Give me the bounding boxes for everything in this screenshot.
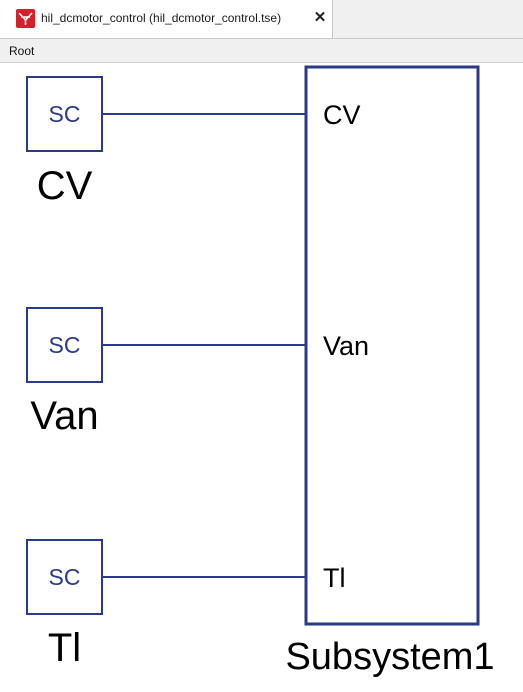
subsystem-port-label: Van: [323, 331, 369, 361]
source-name-label: CV: [37, 164, 93, 208]
subsystem-port-label: CV: [323, 100, 361, 130]
source-block-frame: [26, 539, 103, 615]
subsystem-frame: [304, 65, 480, 626]
subsystem-port-label: Tl: [323, 563, 346, 593]
subsystem-name-label: Subsystem1: [285, 636, 494, 678]
source-type-label: SC: [49, 332, 81, 358]
breadcrumb-bar: Root: [0, 39, 523, 63]
source-name-label: Tl: [48, 626, 81, 670]
schematic-canvas[interactable]: SC CV SC Van SC Tl CV Van Tl Subsystem1: [0, 63, 523, 692]
subsystem-block[interactable]: CV Van Tl: [304, 65, 480, 626]
tab-title: hil_dcmotor_control (hil_dcmotor_control…: [41, 11, 282, 25]
schematic-svg: SC CV SC Van SC Tl CV Van Tl Subsystem1: [26, 65, 495, 678]
source-block-frame: [26, 76, 103, 152]
source-block-frame: [26, 307, 103, 383]
source-block-van[interactable]: SC: [26, 307, 103, 383]
breadcrumb[interactable]: Root: [9, 44, 35, 58]
source-type-label: SC: [49, 101, 81, 127]
source-block-cv[interactable]: SC: [26, 76, 103, 152]
source-type-label: SC: [49, 564, 81, 590]
tab-hil-dcmotor-control[interactable]: hil_dcmotor_control (hil_dcmotor_control…: [0, 0, 333, 38]
tab-bar: hil_dcmotor_control (hil_dcmotor_control…: [0, 0, 523, 39]
source-name-label: Van: [30, 394, 98, 438]
source-block-tl[interactable]: SC: [26, 539, 103, 615]
typhoon-logo-icon: [16, 9, 35, 28]
close-icon[interactable]: ✕: [313, 9, 327, 26]
